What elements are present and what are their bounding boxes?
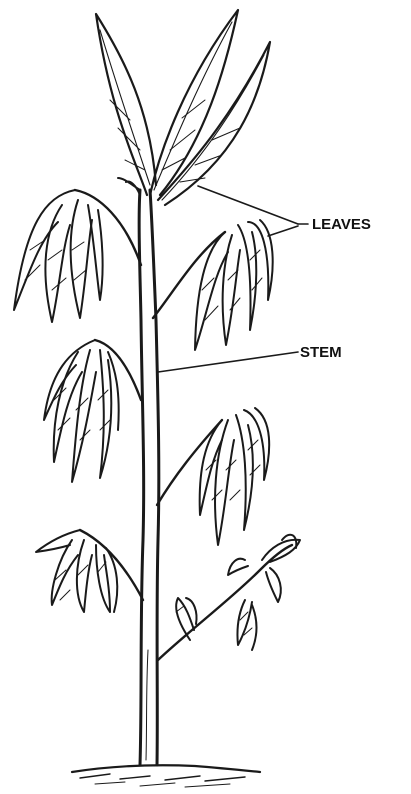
upper-left-leaves — [14, 190, 141, 322]
stem-label: STEM — [300, 344, 342, 361]
top-leaves — [96, 10, 270, 205]
ground — [72, 765, 260, 787]
lower-right-leaves — [158, 535, 300, 660]
middle-left-leaves — [44, 340, 141, 482]
main-stem — [139, 190, 159, 765]
upper-right-leaves — [153, 220, 273, 350]
middle-right-leaves — [157, 408, 269, 545]
lower-left-leaves — [36, 530, 143, 612]
leaves-label: LEAVES — [312, 216, 371, 233]
